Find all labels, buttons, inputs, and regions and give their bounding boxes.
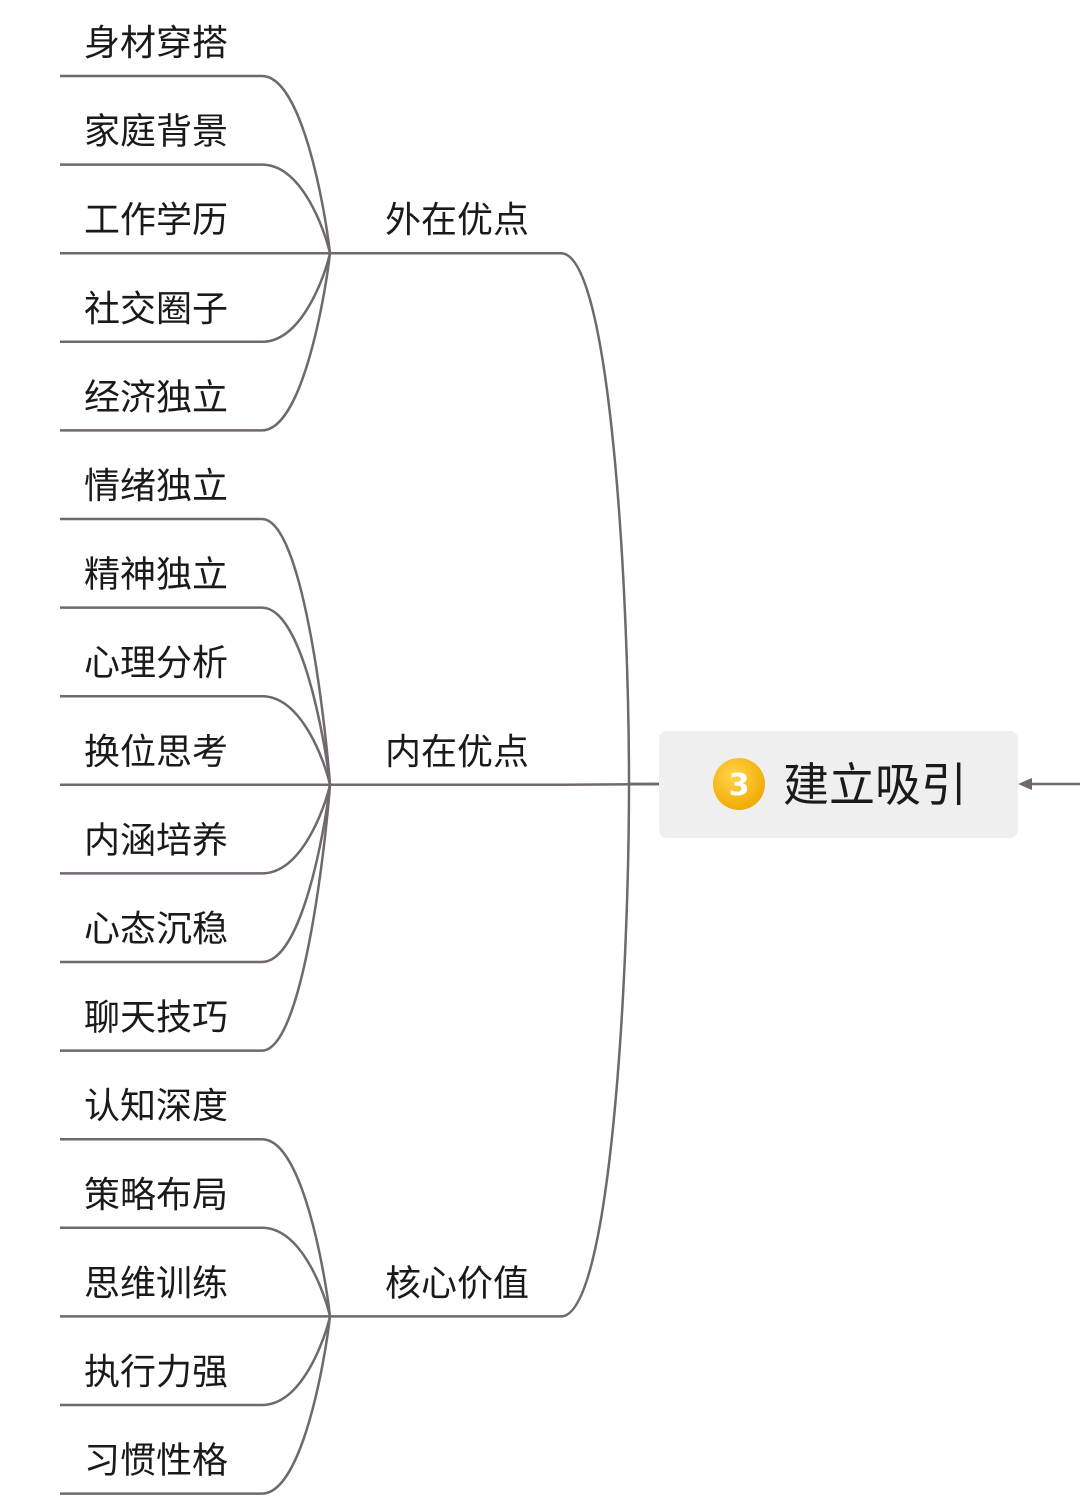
leaf-label[interactable]: 思维训练 (84, 1263, 228, 1304)
leaf-connector (261, 606, 332, 785)
leaf-connector (261, 784, 332, 1052)
connector-lines (60, 74, 660, 1495)
leaf-label[interactable]: 社交圈子 (84, 289, 228, 330)
leaf-connector (261, 252, 332, 344)
branch-label[interactable]: 外在优点 (385, 200, 529, 241)
leaf-label[interactable]: 心态沉稳 (84, 909, 228, 950)
leaf-connector (261, 1316, 332, 1407)
leaf-label[interactable]: 换位思考 (84, 732, 228, 773)
leaf-connector (261, 1226, 332, 1317)
leaf-label[interactable]: 精神独立 (84, 555, 228, 596)
root-badge-number: 3 (729, 768, 750, 803)
leaf-label[interactable]: 执行力强 (84, 1352, 228, 1393)
leaf-label[interactable]: 身材穿搭 (84, 23, 228, 64)
leaf-label[interactable]: 聊天技巧 (84, 998, 228, 1039)
leaf-connector (261, 694, 332, 786)
leaf-label[interactable]: 内涵培养 (84, 820, 228, 861)
leaf-connector (261, 517, 332, 785)
leaf-label[interactable]: 经济独立 (84, 377, 228, 418)
branch-connector (560, 782, 659, 1318)
branch-label[interactable]: 内在优点 (385, 732, 529, 773)
leaf-label[interactable]: 认知深度 (84, 1086, 228, 1127)
arrowhead-icon (1018, 778, 1032, 790)
number-badge-icon (713, 758, 765, 810)
leaf-connector (261, 74, 332, 254)
root-node-background (659, 731, 1018, 838)
leaf-connector (261, 1316, 332, 1495)
leaf-connector (261, 1137, 332, 1317)
leaf-label[interactable]: 心理分析 (84, 643, 228, 684)
incoming-arrow (1018, 778, 1080, 790)
leaf-label[interactable]: 习惯性格 (84, 1441, 228, 1482)
root-label: 建立吸引 (783, 758, 967, 812)
leaf-label[interactable]: 情绪独立 (84, 466, 228, 507)
leaf-label[interactable]: 家庭背景 (84, 112, 228, 153)
leaf-nodes: 身材穿搭家庭背景工作学历社交圈子经济独立情绪独立精神独立心理分析换位思考内涵培养… (84, 23, 228, 1482)
branch-label[interactable]: 核心价值 (385, 1263, 529, 1304)
leaf-connector (261, 163, 332, 254)
leaf-connector (261, 253, 332, 432)
branch-connector (560, 251, 659, 786)
leaf-connector (261, 784, 332, 875)
root-node[interactable]: 3 建立吸引 (659, 731, 1018, 838)
leaf-label[interactable]: 工作学历 (84, 200, 228, 241)
leaf-label[interactable]: 策略布局 (84, 1175, 228, 1216)
